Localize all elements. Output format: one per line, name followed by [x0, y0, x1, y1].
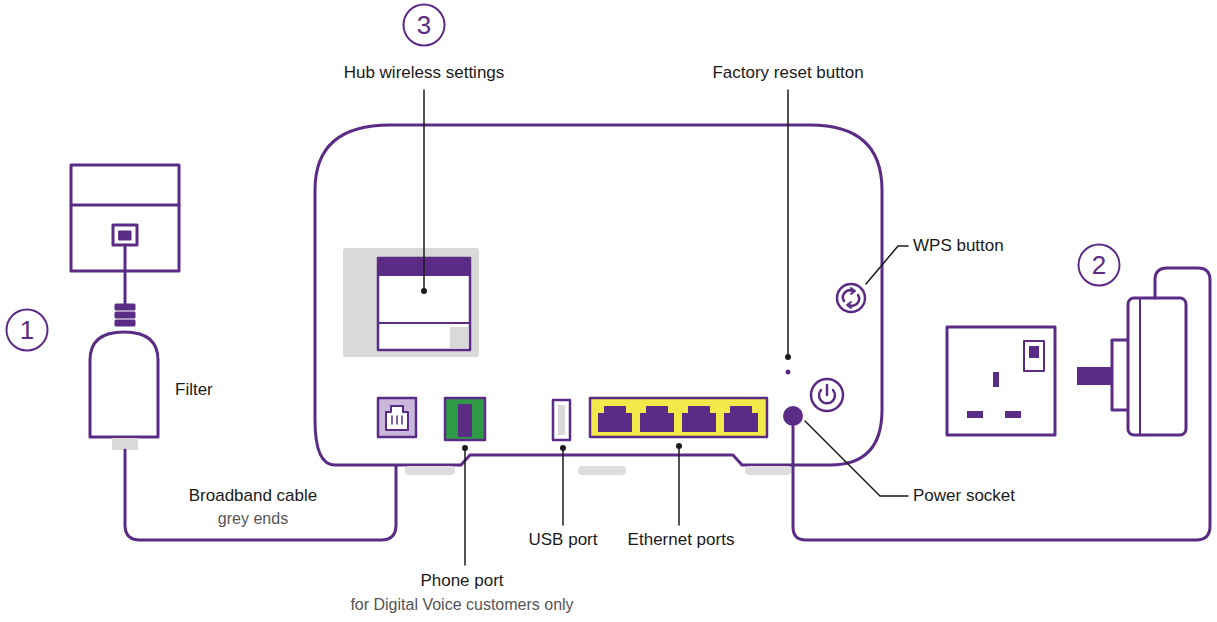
usb-port — [553, 400, 570, 440]
broadband-port-part — [401, 416, 403, 424]
power-adapter — [1077, 298, 1186, 435]
phone-port-part — [445, 398, 485, 440]
hub-body — [315, 125, 882, 475]
broadband-port — [378, 398, 416, 437]
leader-lines-part — [423, 90, 425, 290]
phone-port-part — [458, 404, 472, 437]
ethernet-ports-part — [590, 398, 767, 437]
hub-illustration-part — [71, 90, 1210, 565]
broadband-port-part — [378, 398, 416, 437]
callout-ring — [7, 310, 48, 351]
leader-lines-part — [562, 448, 564, 525]
filter-part — [116, 305, 134, 309]
leader-dots-part — [462, 445, 468, 451]
ethernet-ports-part — [598, 406, 632, 432]
power-cable — [793, 268, 1210, 540]
part-label: Power socket — [913, 486, 1015, 506]
part-label: USB port — [529, 530, 598, 550]
mains-wall-socket-part — [993, 372, 999, 387]
part-label: Filter — [175, 380, 213, 400]
wireless-settings-card-part — [450, 327, 468, 348]
leader-lines — [424, 90, 908, 565]
leader-dots-part — [560, 445, 566, 451]
part-label: Ethernet ports — [628, 530, 735, 550]
part-label: grey ends — [218, 510, 288, 528]
mains-wall-socket-part — [967, 411, 983, 418]
phone-wall-socket-part — [119, 231, 131, 240]
phone-port — [445, 398, 485, 440]
filter-part — [90, 332, 158, 437]
phone-wall-socket-part — [71, 204, 179, 207]
leader-lines-part — [678, 446, 680, 525]
power-adapter-part — [1139, 298, 1141, 435]
wps-button — [837, 284, 865, 312]
wps-button-part — [849, 295, 859, 306]
wireless-settings-card-part — [378, 322, 470, 324]
ethernet-ports-part — [640, 406, 674, 432]
leader-lines-part — [464, 448, 466, 565]
mains-wall-socket-part — [1005, 411, 1021, 418]
callout-text: 1 — [20, 315, 34, 346]
ethernet-ports-part — [724, 406, 758, 432]
callout-text: 2 — [1092, 250, 1106, 281]
mains-wall-socket-part — [1029, 346, 1039, 358]
mains-wall-socket-part — [1024, 341, 1044, 371]
wps-button-part — [843, 290, 853, 301]
part-label: Phone port — [420, 571, 503, 591]
callout-number: 2 — [1077, 243, 1121, 287]
mains-wall-socket-part — [947, 327, 1055, 435]
leader-dots-part — [421, 288, 427, 294]
callout-ring — [404, 5, 445, 46]
callout-number: 1 — [5, 308, 49, 352]
part-label: Factory reset button — [712, 63, 863, 83]
hub-body-part — [315, 125, 882, 465]
callout-number: 3 — [402, 3, 446, 47]
broadband-port-part — [386, 406, 408, 430]
power-socket — [783, 406, 803, 426]
leader-dots-part — [676, 443, 682, 449]
filter-part — [116, 321, 134, 325]
filter-part — [116, 313, 134, 317]
leader-lines-part — [866, 246, 908, 284]
callout-text: 3 — [417, 10, 431, 41]
wps-button-part — [847, 302, 851, 308]
hub-body-part — [578, 466, 626, 475]
hub-body-part — [405, 466, 455, 475]
leader-lines-part — [805, 421, 908, 496]
power-adapter-part — [1128, 298, 1186, 435]
power-button — [811, 379, 843, 411]
leader-dots — [421, 288, 791, 451]
mains-wall-socket — [947, 327, 1055, 435]
hub-body-part — [745, 466, 791, 475]
broadband-port-part — [396, 416, 398, 424]
ethernet-ports-part — [682, 406, 716, 432]
ethernet-ports — [590, 398, 767, 437]
filter-part — [124, 245, 127, 305]
wireless-settings-card-part — [343, 248, 479, 357]
part-label: for Digital Voice customers only — [350, 596, 573, 614]
filter-part — [112, 438, 138, 450]
usb-port-part — [553, 400, 570, 440]
leader-lines-part — [787, 90, 789, 355]
power-button-part — [826, 385, 829, 395]
power-button-part — [811, 379, 843, 411]
callout-ring — [1079, 245, 1120, 286]
part-label: Hub wireless settings — [344, 63, 505, 83]
filter — [90, 245, 158, 450]
part-label: WPS button — [913, 236, 1004, 256]
reset-hole — [786, 370, 791, 375]
leader-dots-part — [785, 354, 791, 360]
wps-button-part — [851, 288, 855, 294]
phone-wall-socket-part — [113, 225, 137, 245]
usb-port-part — [558, 405, 565, 435]
part-label: Broadband cable — [189, 486, 318, 506]
broadband-port-part — [391, 416, 393, 424]
wps-button-part — [837, 284, 865, 312]
wireless-settings-card — [343, 248, 479, 357]
